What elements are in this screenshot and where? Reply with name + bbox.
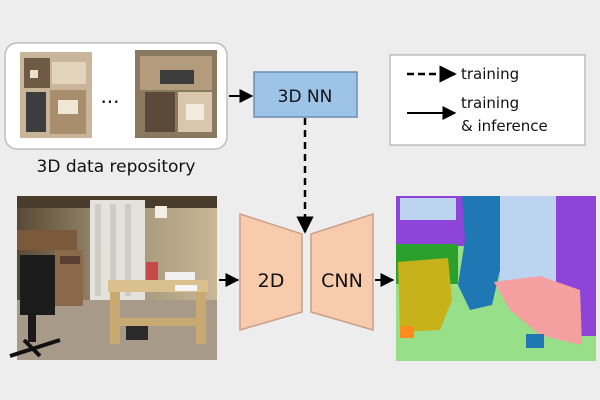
cnn-block: 2D CNN	[239, 212, 374, 331]
seg-lb-mid-region	[500, 196, 558, 286]
input-room-photo	[9, 196, 217, 360]
network-3d-label: 3D NN	[278, 87, 333, 107]
seg-pink-region	[494, 276, 582, 345]
repository-ellipsis: ...	[100, 84, 119, 108]
seg-olive-region	[398, 258, 452, 332]
scan-thumbnail-1	[20, 52, 92, 138]
seg-lb-top-region	[400, 198, 456, 220]
cnn-encoder	[239, 212, 303, 331]
seg-orange-region	[400, 326, 414, 338]
cnn-decoder	[310, 212, 374, 331]
cnn-left-label: 2D	[258, 270, 285, 292]
legend-box: training training & inference	[389, 54, 586, 146]
seg-blue-small-region	[526, 334, 544, 348]
legend-training-inference-line1: training	[461, 94, 519, 112]
seg-blue-region	[458, 196, 500, 310]
repository-caption: 3D data repository	[37, 157, 196, 177]
segmentation-output	[396, 196, 596, 361]
scan-thumbnail-2	[135, 50, 217, 138]
legend-training-inference-line2: & inference	[461, 117, 548, 135]
network-3d-box: 3D NN	[253, 71, 358, 118]
data-repository-box: ...	[4, 42, 228, 150]
legend-training-label: training	[461, 65, 519, 83]
cnn-right-label: CNN	[321, 270, 363, 292]
